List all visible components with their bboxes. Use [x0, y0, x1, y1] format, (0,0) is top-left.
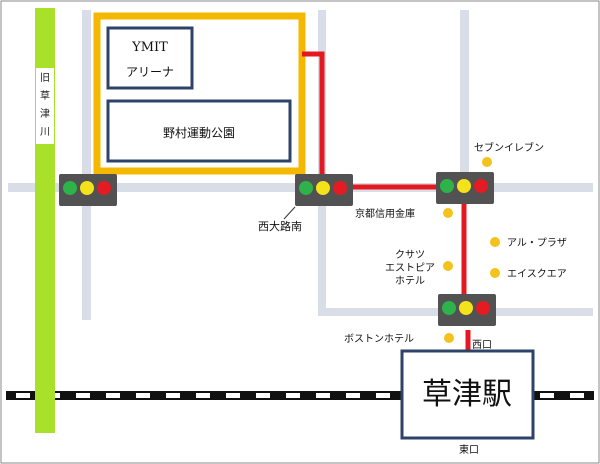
river-label: 旧 草 津 川 — [40, 72, 50, 138]
signal-red-light — [333, 181, 347, 195]
station-name: 草津駅 — [422, 377, 512, 412]
estopia-hotel-dot — [443, 261, 453, 271]
estopia-hotel-label: エストピア — [385, 262, 435, 274]
road-vertical-east-north — [460, 10, 469, 180]
kyoto-shinkin-label: 京都信用金庫 — [355, 207, 415, 220]
seven-eleven-label: セブンイレブン — [474, 141, 544, 154]
signal-yellow-light — [80, 181, 94, 195]
aeisquare-label: エイスクエア — [507, 268, 567, 280]
al-plaza-dot — [490, 237, 500, 247]
river-label-char: 津 — [40, 108, 50, 120]
signal-green-light — [440, 179, 454, 193]
signal-red-light — [476, 301, 490, 315]
river-label-char: 旧 — [40, 72, 50, 84]
traffic-signal-station — [438, 294, 496, 326]
aeisquare-dot — [490, 268, 500, 278]
river-label-char: 川 — [40, 127, 50, 138]
traffic-signal-east — [436, 172, 494, 204]
nishioji-minami-label: 西大路南 — [258, 219, 302, 233]
signal-green-light — [442, 301, 456, 315]
signal-yellow-light — [459, 301, 473, 315]
kusatsu-station[interactable] — [400, 349, 535, 440]
signal-green-light — [299, 181, 313, 195]
signal-yellow-light — [316, 181, 330, 195]
ymit-arena-label: YMIT — [131, 40, 168, 55]
ymit-arena-label: アリーナ — [126, 65, 174, 79]
road-vertical-west — [82, 10, 91, 320]
river-label-box — [36, 68, 54, 144]
estopia-hotel-label: クサツ — [395, 249, 425, 261]
east-exit-label: 東口 — [459, 443, 479, 456]
signal-yellow-light — [457, 179, 471, 193]
nomura-park-box[interactable] — [106, 99, 292, 163]
nomura-park-label: 野村運動公園 — [163, 126, 235, 140]
river-south — [35, 386, 55, 433]
signal-green-light — [63, 181, 77, 195]
signal-red-light — [474, 179, 488, 193]
landmarks: セブンイレブン 京都信用金庫 アル・プラザ クサツ エストピア ホテル エイスク… — [344, 141, 567, 345]
river-label-char: 草 — [40, 90, 50, 102]
traffic-signal-nishioji-minami — [295, 174, 353, 206]
boston-hotel-label: ボストンホテル — [344, 333, 414, 345]
west-exit-label: 西口 — [472, 340, 492, 351]
seven-eleven-dot — [482, 157, 492, 167]
traffic-signal-west — [59, 174, 117, 206]
signal-red-light — [97, 181, 111, 195]
estopia-hotel-label: ホテル — [395, 275, 425, 287]
al-plaza-label: アル・プラザ — [507, 237, 567, 249]
nishioji-minami-leader — [283, 206, 296, 220]
ymit-arena-box[interactable] — [106, 26, 194, 90]
kyoto-shinkin-dot — [443, 208, 453, 218]
boston-hotel-dot — [444, 333, 454, 343]
